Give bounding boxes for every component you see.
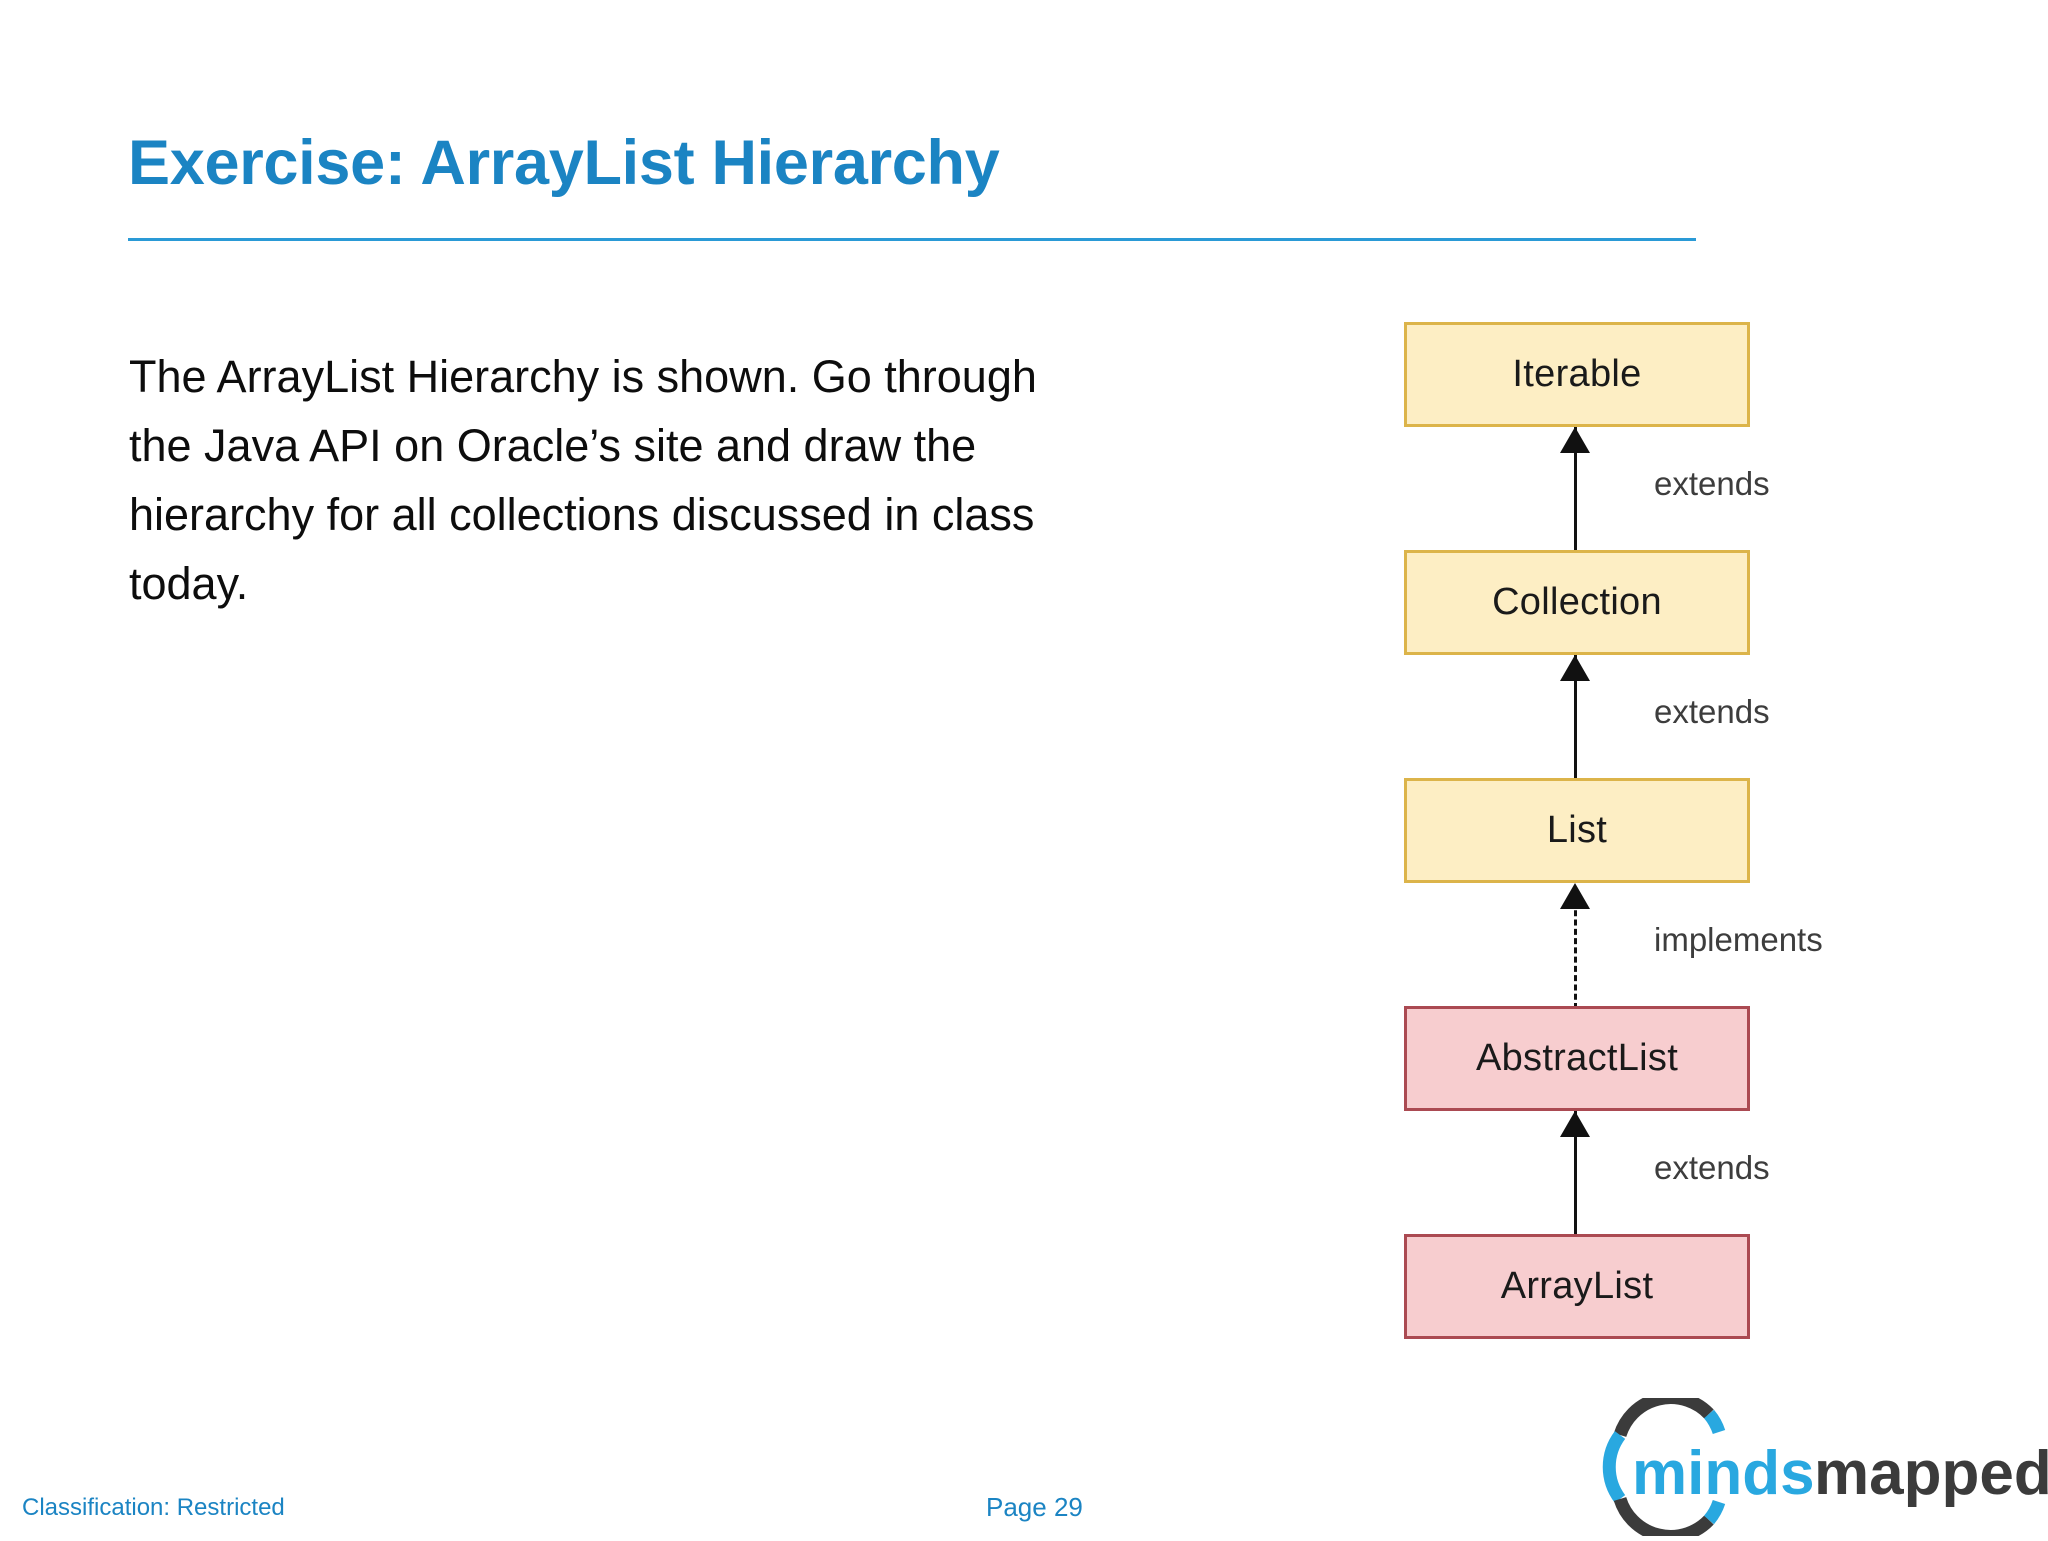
diagram-node-collection: Collection bbox=[1404, 550, 1750, 655]
arraylist-hierarchy-diagram: Iterable extends Collection extends List… bbox=[1404, 322, 1924, 1382]
footer-page-number: Page 29 bbox=[986, 1492, 1083, 1522]
edge-label-extends-1: extends bbox=[1654, 465, 1770, 502]
node-label: List bbox=[1546, 809, 1608, 851]
edge-label-extends-3: extends bbox=[1654, 1149, 1770, 1186]
logo-text-mapped: mapped bbox=[1814, 1439, 2048, 1508]
footer-classification: Classification: Restricted bbox=[22, 1494, 285, 1521]
node-label: AbstractList bbox=[1475, 1037, 1679, 1079]
mindsmapped-logo-svg: minds mapped bbox=[1602, 1391, 2048, 1541]
logo-text-minds: minds bbox=[1632, 1439, 1815, 1508]
node-label: Iterable bbox=[1512, 353, 1642, 395]
mindsmapped-logo: minds mapped bbox=[1596, 1391, 2048, 1541]
body-paragraph: The ArrayList Hierarchy is shown. Go thr… bbox=[129, 351, 1037, 609]
edge-line-extends-3 bbox=[1574, 1111, 1577, 1234]
edge-line-extends-2 bbox=[1574, 655, 1577, 778]
diagram-node-arraylist: ArrayList bbox=[1404, 1234, 1750, 1339]
edge-line-implements bbox=[1574, 901, 1577, 1009]
diagram-node-iterable: Iterable bbox=[1404, 322, 1750, 427]
title-divider bbox=[128, 238, 1696, 241]
page-title: Exercise: ArrayList Hierarchy bbox=[128, 128, 1000, 198]
edge-label-extends-2: extends bbox=[1654, 693, 1770, 730]
edge-line-extends-1 bbox=[1574, 427, 1577, 550]
node-label: Collection bbox=[1492, 581, 1662, 623]
edge-label-implements: implements bbox=[1654, 921, 1823, 958]
diagram-node-abstractlist: AbstractList bbox=[1404, 1006, 1750, 1111]
diagram-node-list: List bbox=[1404, 778, 1750, 883]
node-label: ArrayList bbox=[1500, 1265, 1654, 1307]
